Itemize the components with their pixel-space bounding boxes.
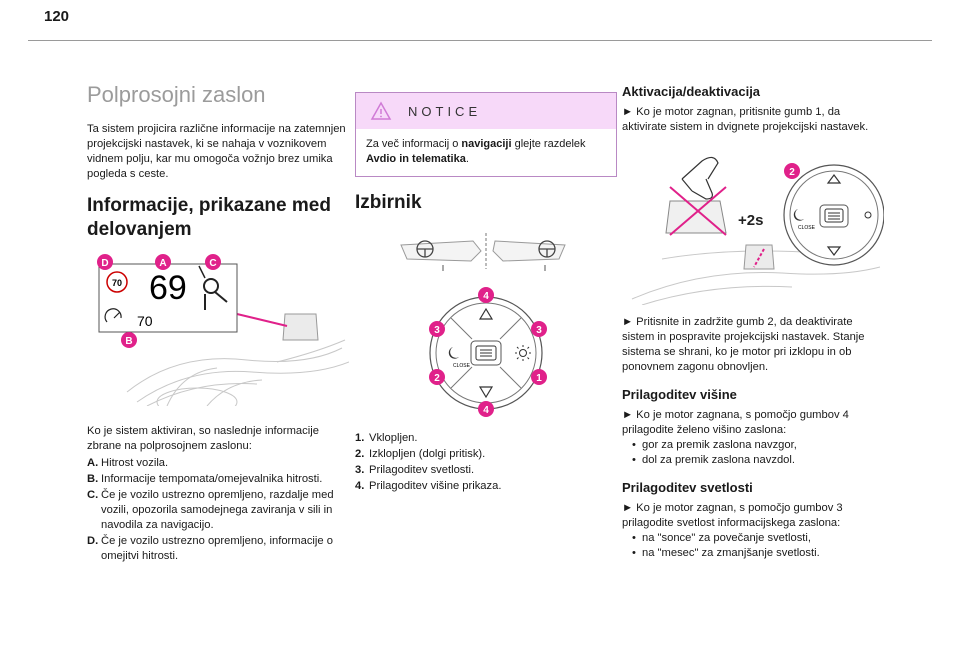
moon-icon <box>793 209 804 221</box>
hud-display-icon <box>475 345 497 361</box>
height-heading: Prilagoditev višine <box>622 387 737 402</box>
column-middle: NOTICE Za več informacij o navigaciji gl… <box>355 86 617 495</box>
selector-heading: Izbirnik <box>355 192 422 213</box>
close-label: CLOSE <box>798 225 816 231</box>
sun-icon <box>864 211 872 219</box>
activation-paragraph: ► Ko je motor zagnan, pritisnite gumb 1,… <box>622 106 869 133</box>
brightness-heading: Prilagoditev svetlosti <box>622 480 753 495</box>
selector-pad-illustration: CLOSE 4 3 3 2 1 4 <box>355 287 617 417</box>
notice-text: Za več informacij o navigaciji glejte ra… <box>366 138 586 165</box>
callout-3-left: 3 <box>434 325 440 336</box>
height-paragraph: ► Ko je motor zagnana, s pomočjo gumbov … <box>622 409 849 436</box>
steering-wheel-icon <box>416 240 556 258</box>
hud-illustration: 70 69 70 D A C B <box>87 252 350 417</box>
header-rule <box>28 40 932 41</box>
hand-icon <box>681 156 719 200</box>
callout-c: C <box>209 258 216 269</box>
list-item: na "mesec" za zmanjšanje svetlosti. <box>632 546 884 561</box>
notice-label: NOTICE <box>408 103 482 119</box>
callout-d: D <box>101 258 108 269</box>
column-left: Polprosojni zaslon Ta sistem projicira r… <box>87 76 350 565</box>
list-item: C.Če je vozilo ustrezno opremljeno, razd… <box>87 489 334 531</box>
arrow-up-icon <box>478 307 494 320</box>
list-item: D.Če je vozilo ustrezno opremljeno, info… <box>87 535 333 562</box>
info-heading: Informacije, prikazane med delovanjem <box>87 195 331 240</box>
list-item: 2.Izklopljen (dolgi pritisk). <box>355 448 486 460</box>
callout-4-top: 4 <box>483 291 489 302</box>
callout-a: A <box>159 258 166 269</box>
steering-wheel-illustration <box>355 225 617 275</box>
list-item: 3.Prilagoditev svetlosti. <box>355 464 475 476</box>
list-item: 1.Vklopljen. <box>355 432 418 444</box>
deactivation-illustration: +2s CLOSE 2 <box>622 149 885 306</box>
close-label: CLOSE <box>453 363 471 369</box>
callout-1: 1 <box>536 373 542 384</box>
callout-2: 2 <box>434 373 440 384</box>
navigation-arrow-icon <box>198 265 228 310</box>
arrow-down-icon <box>826 246 842 256</box>
brightness-list: na "sonce" za povečanje svetlosti, na "m… <box>632 531 884 561</box>
brightness-paragraph: ► Ko je motor zagnan, s pomočjo gumbov 3… <box>622 502 843 529</box>
callout-3-right: 3 <box>536 325 542 336</box>
intro-paragraph: Ta sistem projicira različne informacije… <box>87 123 346 180</box>
column-right: Aktivacija/deaktivacija ► Ko je motor za… <box>622 84 885 571</box>
notice-box: NOTICE Za več informacij o navigaciji gl… <box>355 92 617 177</box>
list-item: dol za premik zaslona navzdol. <box>632 453 884 468</box>
hud-display-icon <box>824 208 844 223</box>
list-item: A.Hitrost vozila. <box>87 457 169 469</box>
cruise-control-icon <box>104 308 122 323</box>
callout-b: B <box>125 336 132 347</box>
arrow-up-icon <box>826 174 842 184</box>
list-item: gor za premik zaslona navzgor, <box>632 438 884 453</box>
hold-duration: +2s <box>738 212 763 229</box>
info-list: A.Hitrost vozila. B.Informacije tempomat… <box>87 456 349 564</box>
speed-value: 69 <box>149 269 187 307</box>
limit-sign-value: 70 <box>112 278 122 288</box>
warning-icon <box>370 101 392 120</box>
height-list: gor za premik zaslona navzgor, dol za pr… <box>632 438 884 468</box>
arrow-down-icon <box>478 386 494 399</box>
deactivation-paragraph: ► Pritisnite in zadržite gumb 2, da deak… <box>622 316 865 373</box>
cruise-speed-value: 70 <box>137 313 153 329</box>
list-item: B.Informacije tempomata/omejevalnika hit… <box>87 473 323 485</box>
sun-icon <box>515 345 531 361</box>
info-paragraph: Ko je sistem aktiviran, so naslednje inf… <box>87 425 319 452</box>
callout-4-bottom: 4 <box>483 405 489 416</box>
callout-2: 2 <box>789 167 795 178</box>
section-title: Polprosojni zaslon <box>87 82 266 107</box>
selector-list: 1.Vklopljen. 2.Izklopljen (dolgi pritisk… <box>355 431 617 494</box>
list-item: 4.Prilagoditev višine prikaza. <box>355 480 502 492</box>
moon-icon <box>448 347 459 359</box>
activation-heading: Aktivacija/deaktivacija <box>622 84 761 99</box>
list-item: na "sonce" za povečanje svetlosti, <box>632 531 884 546</box>
page-number: 120 <box>44 8 70 25</box>
